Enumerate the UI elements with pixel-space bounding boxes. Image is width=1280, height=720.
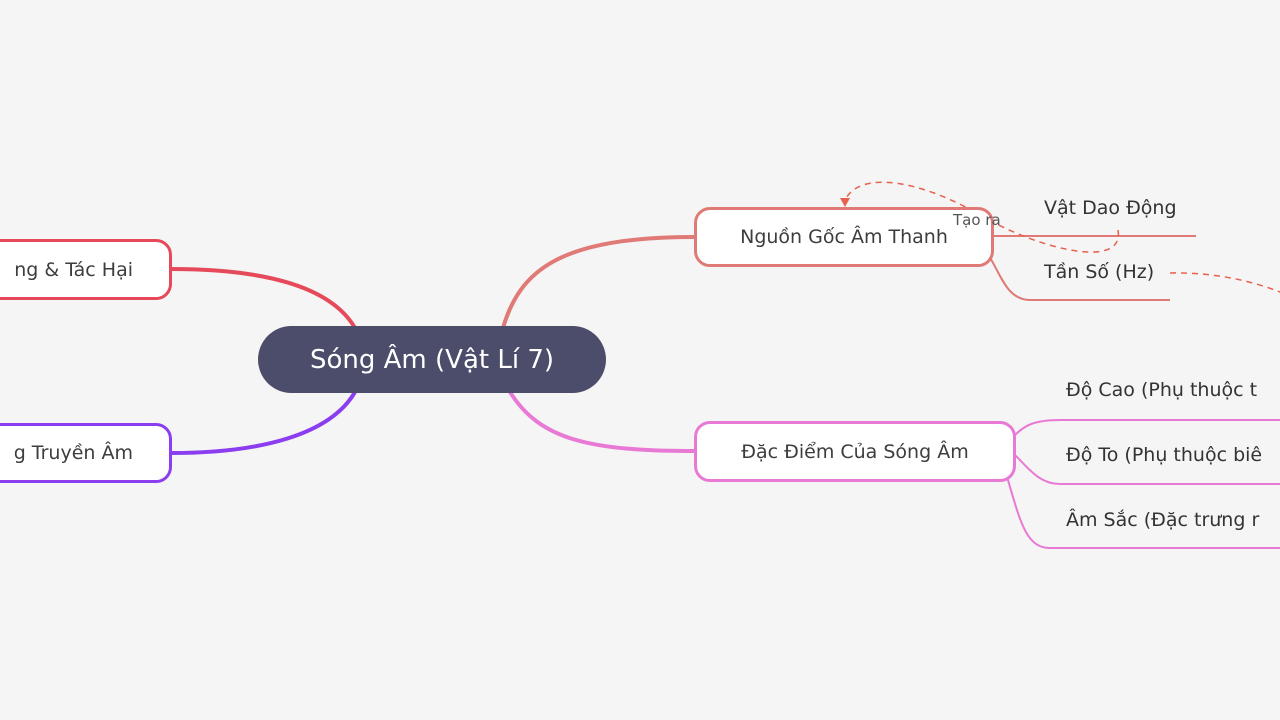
connector-characteristics [508, 390, 696, 453]
connector-harm [170, 267, 357, 330]
connector-leaf-timbre [1004, 469, 1280, 549]
leaf-frequency[interactable]: Tần Số (Hz) [1044, 261, 1155, 283]
branch-origin[interactable]: Nguồn Gốc Âm Thanh [694, 207, 994, 267]
leaf-timbre[interactable]: Âm Sắc (Đặc trưng r [1066, 509, 1260, 531]
branch-harm[interactable]: ng & Tác Hại [0, 239, 172, 300]
connector-leaf-loudness [1014, 454, 1280, 485]
relationship-arrowhead [840, 198, 850, 207]
leaf-pitch[interactable]: Độ Cao (Phụ thuộc t [1066, 379, 1258, 401]
branch-characteristics[interactable]: Đặc Điểm Của Sóng Âm [694, 421, 1016, 482]
leaf-loudness[interactable]: Độ To (Phụ thuộc biê [1066, 444, 1263, 466]
central-topic[interactable]: Sóng Âm (Vật Lí 7) [258, 326, 606, 393]
connector-transmission [170, 390, 357, 455]
relationship-line-frequency [1169, 272, 1280, 293]
connector-origin [501, 235, 696, 329]
connector-leaf-pitch [1014, 419, 1280, 436]
leaf-vibrating-object[interactable]: Vật Dao Động [1044, 197, 1177, 219]
branch-transmission[interactable]: g Truyền Âm [0, 423, 172, 483]
relationship-label[interactable]: Tạo ra [953, 211, 1001, 229]
